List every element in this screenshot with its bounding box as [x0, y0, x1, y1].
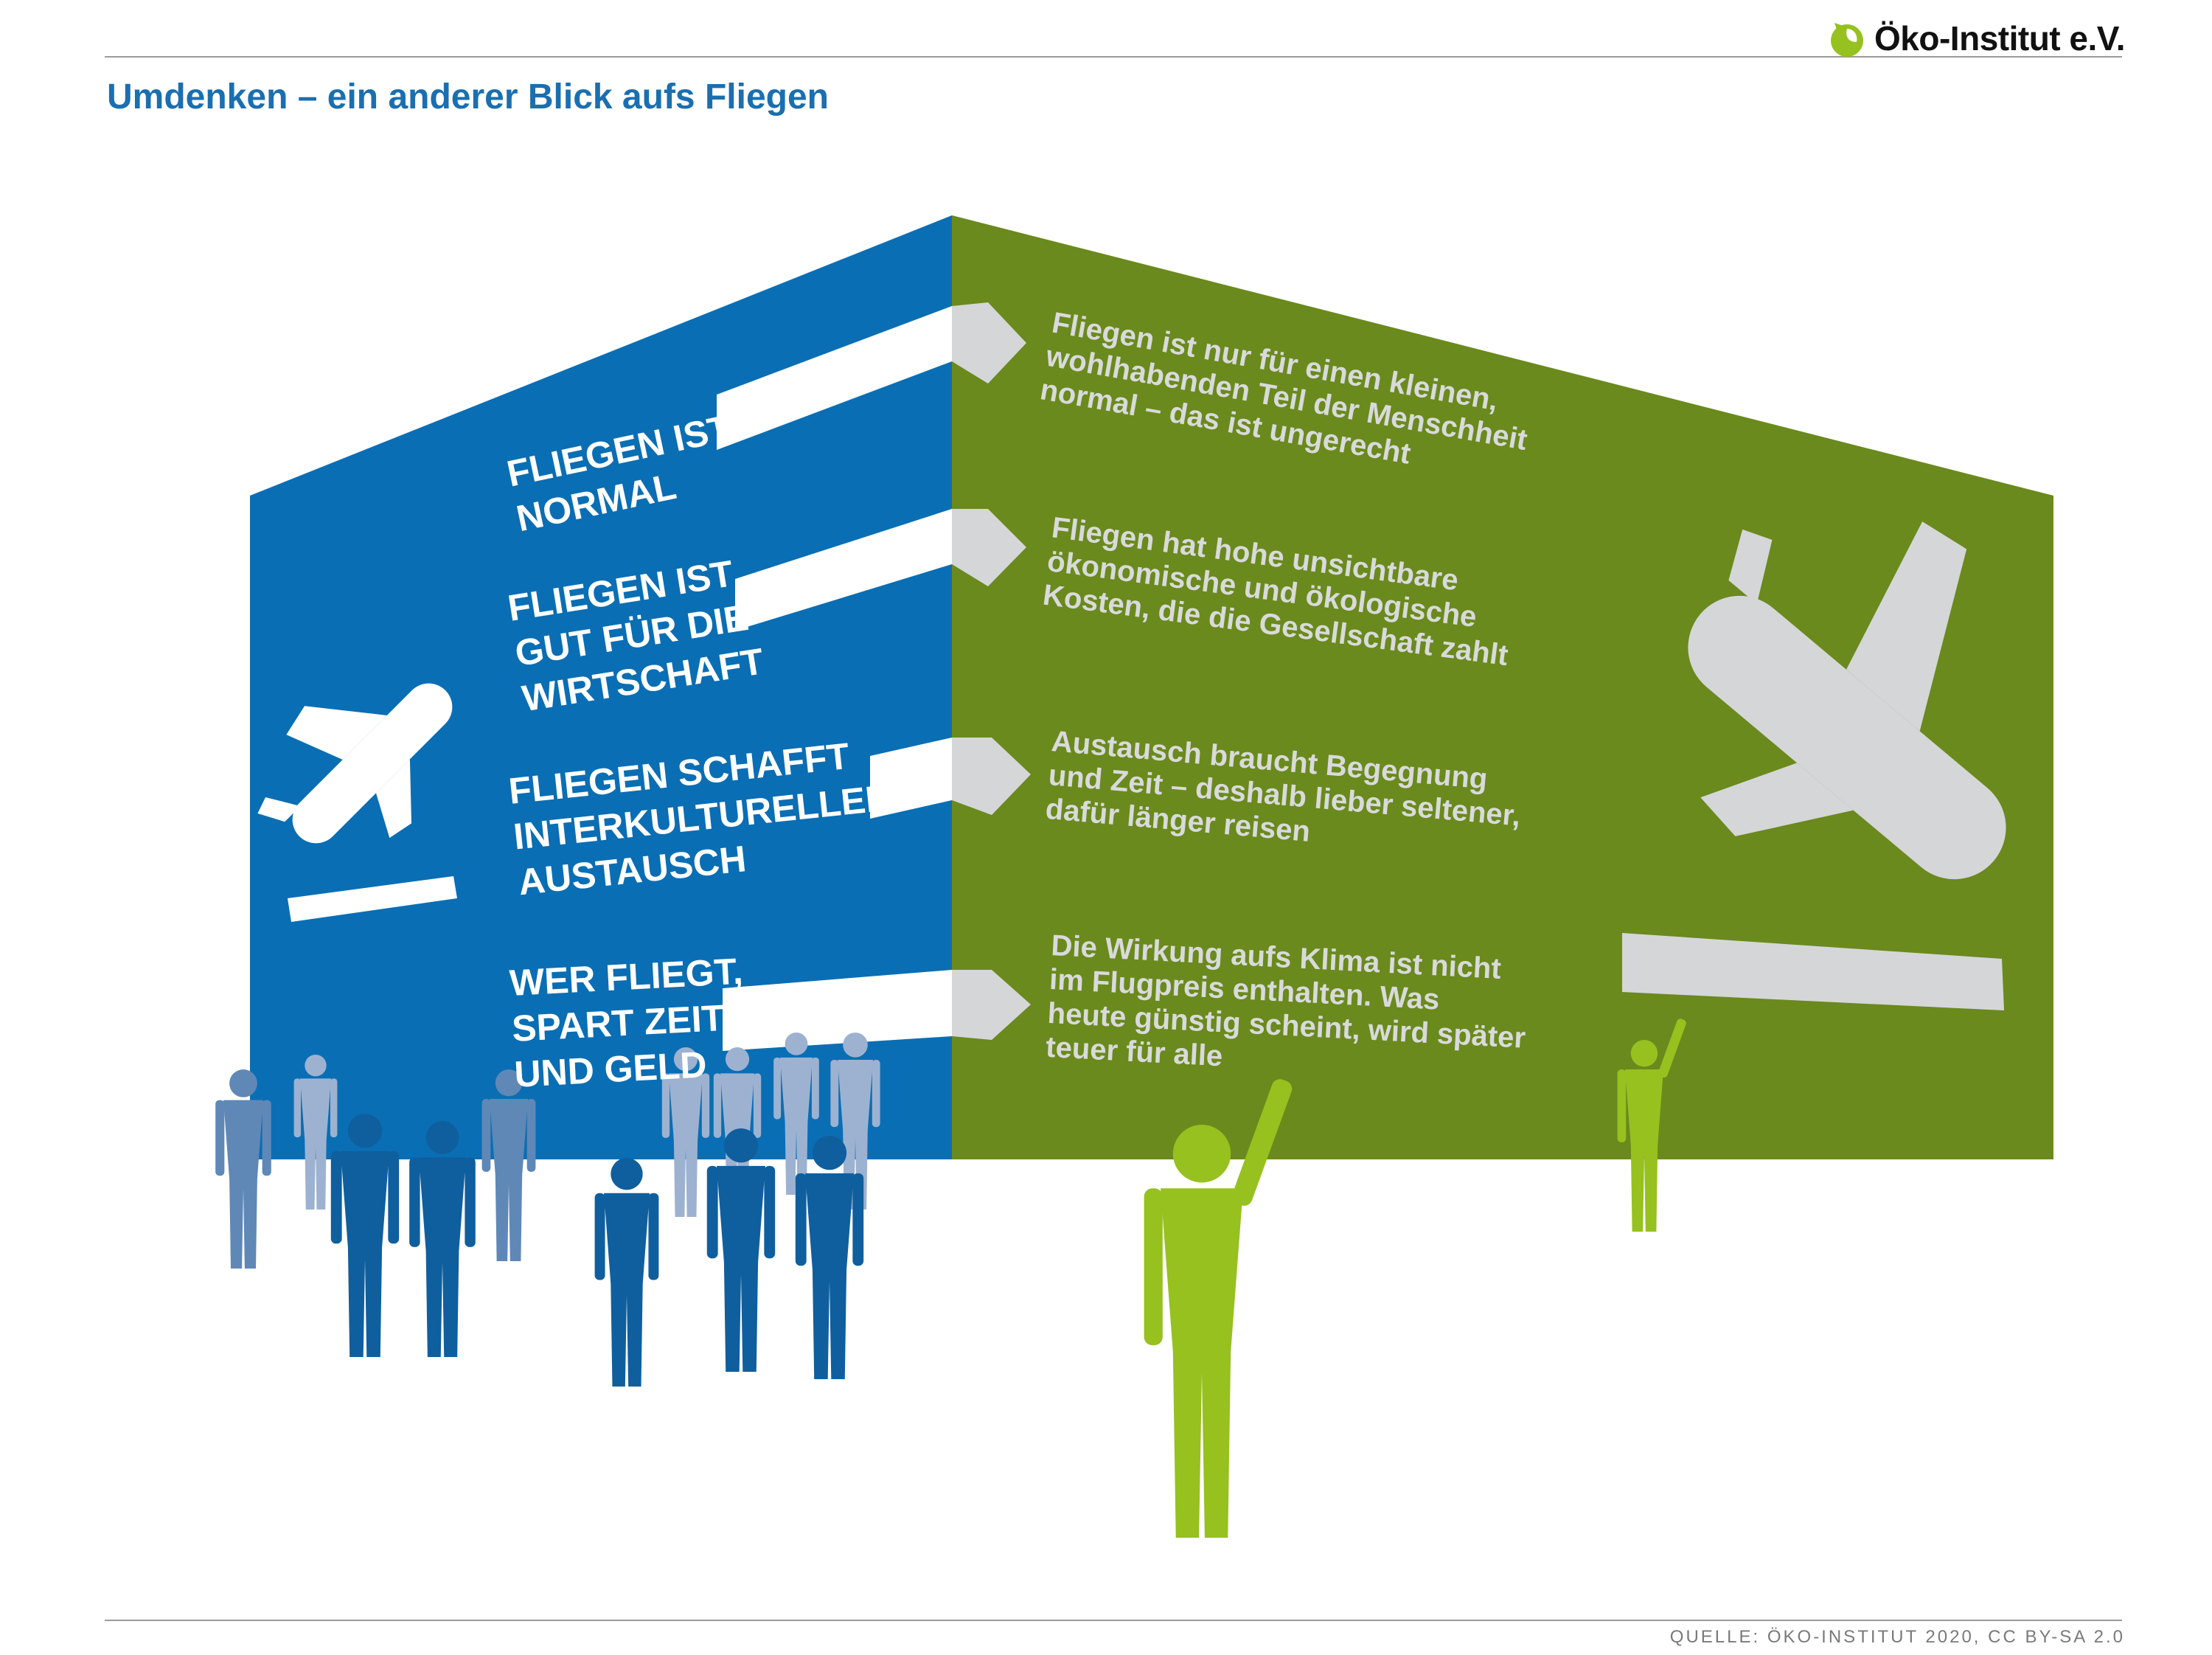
person-silhouette	[706, 1128, 776, 1372]
blue-face	[250, 215, 952, 1159]
person-silhouette	[830, 1033, 880, 1210]
leaf-icon	[1831, 23, 1864, 57]
person-pointing	[1144, 1079, 1293, 1538]
source-credit: QUELLE: ÖKO-INSTITUT 2020, CC BY-SA 2.0	[1669, 1627, 2125, 1647]
person-silhouette	[661, 1047, 710, 1217]
page-title: Umdenken – ein anderer Blick aufs Fliege…	[107, 77, 829, 117]
logo: Öko-Institut e.V.	[1827, 16, 2125, 60]
person-silhouette	[594, 1158, 659, 1387]
person-silhouette	[409, 1121, 476, 1357]
airplane-arrival-icon	[1622, 521, 2006, 1010]
myth-bar-4	[723, 970, 952, 1051]
fact-arrow-4	[952, 970, 1031, 1040]
fact-arrow-2	[952, 509, 1026, 586]
fact-arrow-1	[952, 302, 1026, 384]
people-group	[215, 1019, 1686, 1538]
person-silhouette	[330, 1114, 400, 1357]
bottom-rule	[105, 1620, 2122, 1621]
myth-bar-3	[870, 738, 952, 819]
logo-text: Öko-Institut e.V.	[1874, 19, 2125, 58]
person-silhouette	[795, 1136, 864, 1379]
person-silhouette	[773, 1033, 819, 1195]
myth-4-line-3: UND GELD	[513, 1044, 708, 1095]
myth-bar-2	[735, 509, 952, 631]
fact-arrow-3	[952, 738, 1031, 815]
person-silhouette	[293, 1055, 338, 1210]
person-pointing	[1617, 1019, 1686, 1232]
person-silhouette	[481, 1069, 536, 1261]
green-face	[952, 215, 2053, 1159]
person-silhouette	[215, 1069, 271, 1269]
airplane-departure-icon	[257, 683, 457, 922]
top-rule	[105, 56, 2122, 58]
myth-bar-1	[717, 306, 952, 450]
